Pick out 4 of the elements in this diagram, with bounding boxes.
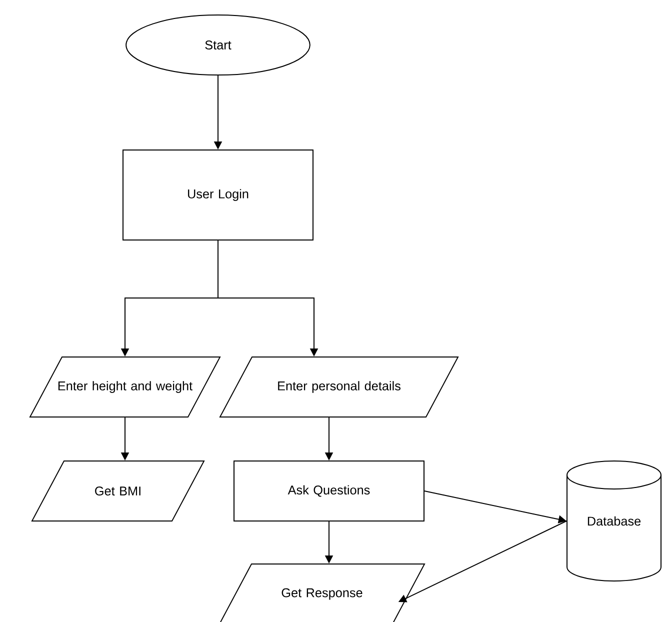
process-box: User Login	[122, 150, 314, 240]
node-label: Database	[588, 516, 641, 526]
database-cylinder: Database	[566, 460, 662, 582]
process-box: Ask Questions	[234, 460, 424, 522]
